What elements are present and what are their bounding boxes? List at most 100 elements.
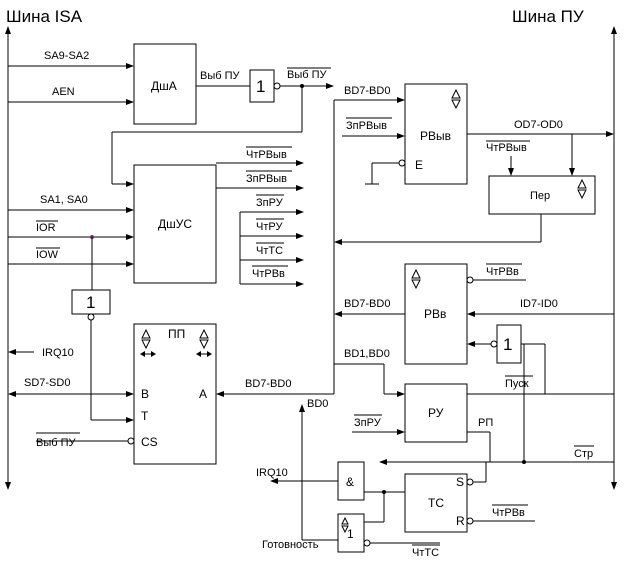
rvv-label: РВв [424,307,446,321]
ior-line: IOR [8,220,134,240]
pp-block: ПП B T CS A [127,323,217,465]
rp-line: РП [379,417,493,465]
dshus-outputs: ЧтРВыв ЗпРВыв ЗпРУ ЧтРУ ЧтТС ЧтРВв [216,146,304,287]
vyb-pu-label-1: Выб ПУ [200,70,241,82]
zpru-in-label: ЗпРУ [354,417,382,429]
and-gate: & [337,461,365,501]
or1-inverter: 1 [249,69,281,103]
rvyv-block: РВыв E [398,83,468,185]
sa9-sa2-label: SA9-SA2 [44,50,89,62]
irq10-left-label: IRQ10 [42,347,74,359]
irq10-left-line: IRQ10 [8,347,74,359]
dshus-label: ДшУС [158,217,192,231]
buf-gate: 1 [490,324,522,364]
chtts-in-label: ЧтТС [412,547,439,559]
rvyv-bidir-icon [451,88,461,110]
pusk-line: Пуск [467,375,614,395]
iow-line: IOW [8,247,134,267]
aen-line: AEN [8,86,134,105]
zpru-in-line: ЗпРУ [352,414,405,435]
per-block: Пер [488,175,596,215]
isa-bus-line [5,26,11,490]
pu-bus-line [611,26,617,490]
aen-label: AEN [52,86,75,98]
vyb-pu-cs-label: Выб ПУ [36,437,77,449]
chtru-out-label: ЧтРУ [256,221,283,233]
chtrvv-in-label: ЧтРВв [486,266,519,278]
per-feedback-line [334,214,542,245]
pp-a-label: A [199,387,207,401]
vyb-pu-label-2: Выб ПУ [287,69,328,81]
and-label: & [346,475,354,489]
ru-block: РУ [404,383,468,443]
vyb-pu-cs-line: Выб ПУ [36,432,128,449]
sd7-sd0-label: SD7-SD0 [24,377,70,389]
zpru-out-label: ЗпРУ [256,197,284,209]
id7-id0-label: ID7-ID0 [520,298,558,310]
pusk-label: Пуск [505,378,529,390]
sa9-sa2-line: SA9-SA2 [8,50,134,69]
rvyv-label: РВыв [420,129,451,143]
chtrvv-in-line: ЧтРВв [473,263,526,281]
od7-od0-line: OD7-OD0 [467,119,614,176]
chtts-out-label: ЧтТС [256,245,283,257]
or1-label: 1 [256,77,265,96]
zprvyv-in-line: ЗпРВыв [342,117,405,139]
id7-id0-line: ID7-ID0 [467,298,614,317]
chtrvv-r-line: ЧтРВв [473,504,535,522]
iow-label: IOW [36,249,59,261]
e-ground [365,162,399,185]
pu-bus-title: Шина ПУ [512,7,584,26]
ts-r-label: R [456,514,465,528]
pp-cs-label: CS [141,435,158,449]
dshus-block: ДшУС [133,164,217,284]
ts-label: ТС [428,496,444,510]
od7-od0-label: OD7-OD0 [514,119,563,131]
dsha-block: ДшА [133,43,197,125]
rvv-bidir-icon [411,268,421,290]
chtrvyv-out-label: ЧтРВыв [246,149,287,161]
rdy-gate: 1 [337,513,371,553]
pp-t-label: T [141,409,149,423]
bd7-bd0-bot-label: BD7-BD0 [245,378,291,390]
str-line: Стр [473,344,614,483]
bd7-bd0-top-line: BD7-BD0 [334,85,405,103]
isa-bus-title: Шина ISA [6,7,83,26]
or2-gate: 1 [71,289,111,321]
chtrvv-out-label: ЧтРВв [252,268,285,280]
bd7-bd0-mid-line: BD7-BD0 [334,298,405,317]
sd7-sd0-line: SD7-SD0 [8,377,134,397]
ts-s-label: S [456,475,464,489]
chtrvv-r-label: ЧтРВв [492,507,525,519]
buf-label: 1 [503,335,512,354]
rdy-label: 1 [347,527,354,541]
per-label: Пер [530,190,550,202]
bd0-label: BD0 [307,398,328,410]
gotovnost-label: Готовность [262,539,319,551]
bd7-bd0-bot-line: BD7-BD0 [216,378,334,397]
bd7-bd0-mid-label: BD7-BD0 [344,298,390,310]
rvv-block: РВв [404,263,474,365]
bd1-bd0-label: BD1,BD0 [344,348,390,360]
irq10-out-line: IRQ10 [256,467,338,484]
str-label: Стр [574,448,593,460]
rvyv-e-label: E [415,158,423,172]
ior-label: IOR [36,222,56,234]
or2-label: 1 [86,293,95,312]
ru-label: РУ [428,406,444,420]
pp-b-label: B [141,387,149,401]
pp-left-bidir-icon [140,328,156,357]
per-bidir-icon [577,178,587,200]
dsha-label: ДшА [151,79,177,93]
bd1-bd0-line: BD1,BD0 [334,348,405,397]
sa1-sa0-line: SA1, SA0 [8,194,134,213]
rp-label: РП [478,417,493,429]
irq10-out-label: IRQ10 [256,467,288,479]
sa1-sa0-label: SA1, SA0 [40,194,88,206]
ts-block: ТС S R [404,473,474,533]
pp-right-bidir-icon [196,328,212,357]
zprvyv-out-label: ЗпРВыв [246,173,287,185]
bd0-line: BD0 [299,398,338,541]
chtrvyv-in-line: ЧтРВыв [486,140,530,176]
